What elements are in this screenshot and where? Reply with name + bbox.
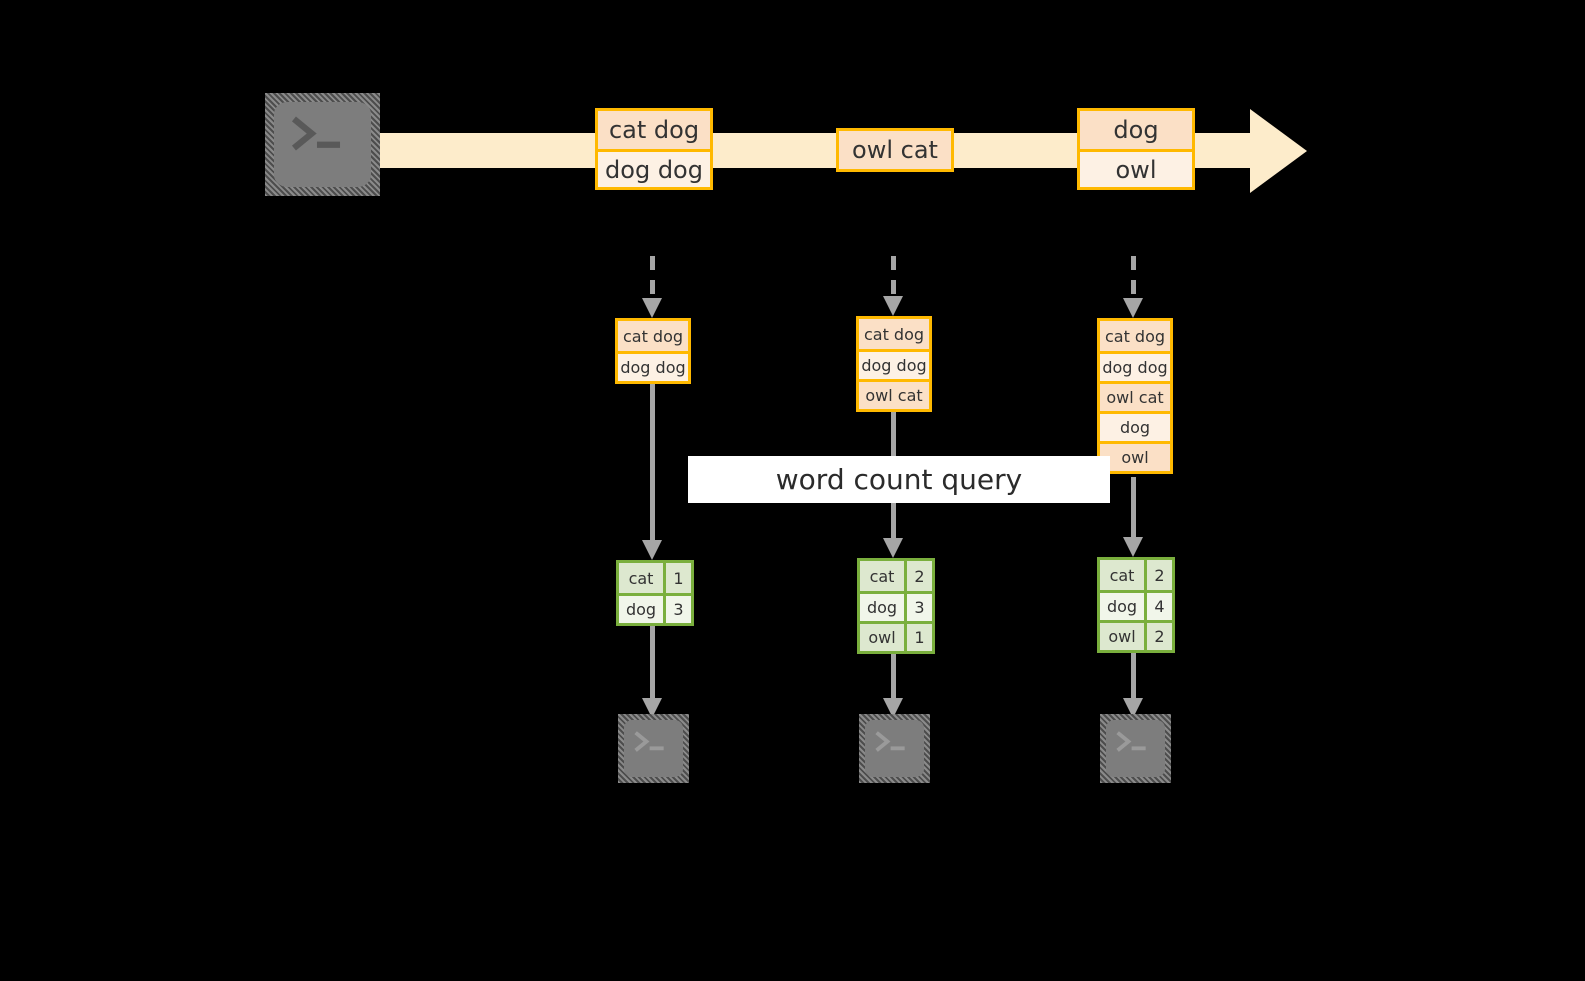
terminal-prompt-glyph <box>634 731 664 752</box>
result-table-2-row-2: owl 1 <box>860 621 932 651</box>
buffer-snapshot-2-row-0: cat dog <box>859 319 929 349</box>
buffer-snapshot-3-row-3: dog <box>1100 411 1170 441</box>
terminal-body <box>624 720 683 777</box>
terminal-prompt-glyph <box>291 116 340 151</box>
result-count: 2 <box>1147 560 1172 590</box>
stream-message-3[interactable]: dog owl <box>1077 108 1195 190</box>
result-table-3-row-1: dog 4 <box>1100 590 1172 620</box>
result-key: dog <box>860 594 907 621</box>
buffer-snapshot-3[interactable]: cat dog dog dog owl cat dog owl <box>1097 318 1173 474</box>
result-count: 3 <box>666 596 691 623</box>
buffer-snapshot-1[interactable]: cat dog dog dog <box>615 318 691 384</box>
stream-message-2[interactable]: owl cat <box>836 128 954 172</box>
result-table-3-row-2: owl 2 <box>1100 620 1172 650</box>
result-table-3-row-0: cat 2 <box>1100 560 1172 590</box>
buffer-snapshot-2[interactable]: cat dog dog dog owl cat <box>856 316 932 412</box>
buffer-snapshot-3-row-4: owl <box>1100 441 1170 471</box>
result-key: cat <box>1100 560 1147 590</box>
result-key: owl <box>1100 623 1147 650</box>
result-table-1[interactable]: cat 1 dog 3 <box>616 560 694 626</box>
result-count: 1 <box>907 624 932 651</box>
result-key: cat <box>619 563 666 593</box>
stream-message-3-row-1: owl <box>1080 149 1192 187</box>
result-count: 4 <box>1147 593 1172 620</box>
terminal-prompt-glyph <box>1116 731 1146 752</box>
stream-message-2-row-0: owl cat <box>839 131 951 169</box>
result-count: 3 <box>907 594 932 621</box>
producer-terminal-icon[interactable] <box>265 93 380 196</box>
result-table-2[interactable]: cat 2 dog 3 owl 1 <box>857 558 935 654</box>
result-count: 1 <box>666 563 691 593</box>
result-table-1-row-1: dog 3 <box>619 593 691 623</box>
result-count: 2 <box>907 561 932 591</box>
result-count: 2 <box>1147 623 1172 650</box>
stream-arrow-head <box>1250 109 1307 193</box>
result-table-2-row-0: cat 2 <box>860 561 932 591</box>
buffer-snapshot-3-row-1: dog dog <box>1100 351 1170 381</box>
result-table-1-row-0: cat 1 <box>619 563 691 593</box>
result-key: owl <box>860 624 907 651</box>
consumer-terminal-icon-3[interactable] <box>1100 714 1171 783</box>
buffer-snapshot-2-row-2: owl cat <box>859 379 929 409</box>
terminal-body <box>274 102 371 187</box>
result-table-2-row-1: dog 3 <box>860 591 932 621</box>
buffer-snapshot-1-row-0: cat dog <box>618 321 688 351</box>
buffer-snapshot-2-row-1: dog dog <box>859 349 929 379</box>
result-table-3[interactable]: cat 2 dog 4 owl 2 <box>1097 557 1175 653</box>
terminal-body <box>1106 720 1165 777</box>
query-label-text: word count query <box>775 463 1023 496</box>
buffer-snapshot-3-row-0: cat dog <box>1100 321 1170 351</box>
stream-message-1-row-0: cat dog <box>598 111 710 149</box>
buffer-snapshot-1-row-1: dog dog <box>618 351 688 381</box>
result-key: dog <box>1100 593 1147 620</box>
result-key: dog <box>619 596 666 623</box>
stream-message-3-row-0: dog <box>1080 111 1192 149</box>
buffer-snapshot-3-row-2: owl cat <box>1100 381 1170 411</box>
stream-message-1-row-1: dog dog <box>598 149 710 187</box>
terminal-prompt-glyph <box>875 731 905 752</box>
result-key: cat <box>860 561 907 591</box>
query-label-banner: word count query <box>688 456 1110 503</box>
consumer-terminal-icon-2[interactable] <box>859 714 930 783</box>
terminal-body <box>865 720 924 777</box>
stream-message-1[interactable]: cat dog dog dog <box>595 108 713 190</box>
consumer-terminal-icon-1[interactable] <box>618 714 689 783</box>
